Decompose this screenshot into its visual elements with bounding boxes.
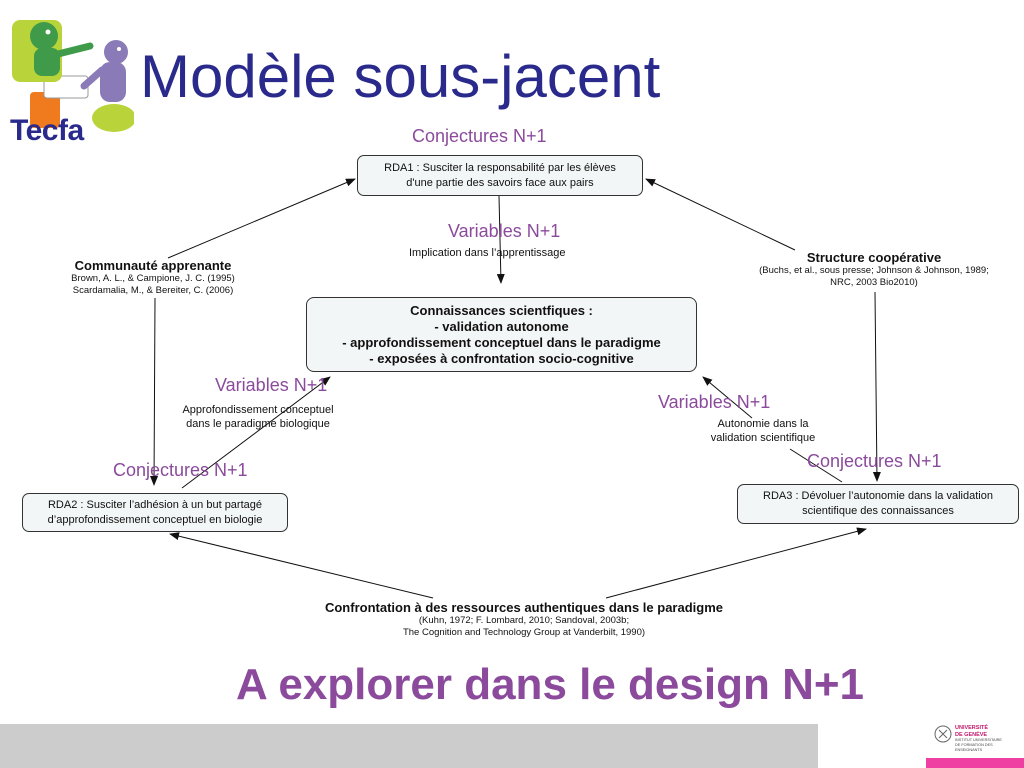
rda2-variables-label: Variables N+1 xyxy=(215,375,328,395)
structure-title: Structure coopérative xyxy=(806,250,942,265)
confrontation-source: Confrontation à des ressources authentiq… xyxy=(274,600,774,639)
communaute-source: Communauté apprenante Brown, A. L., & Ca… xyxy=(38,258,268,297)
rda1-line2: d'une partie des savoirs face aux pairs xyxy=(406,176,594,189)
arrow-confrontation-to-rda3 xyxy=(605,527,867,599)
center-line4: - exposées à confrontation socio-cogniti… xyxy=(369,350,634,366)
institute-line1: INSTITUT UNIVERSITAIRE xyxy=(955,738,1002,742)
arrow-communaute-to-rda1 xyxy=(167,178,356,259)
footer-accent-bar xyxy=(926,758,1024,768)
rda3-box: RDA3 : Dévoluer l’autonomie dans la vali… xyxy=(737,484,1019,524)
confrontation-title: Confrontation à des ressources authentiq… xyxy=(324,600,724,615)
rda1-conjectures-label: Conjectures N+1 xyxy=(412,126,547,146)
rda2-variables-text: Approfondissement conceptuel dans le par… xyxy=(168,403,348,431)
communaute-title: Communauté apprenante xyxy=(74,258,232,273)
university-crest-icon xyxy=(934,725,952,743)
institute-line2: DE FORMATION DES ENSEIGNANTS xyxy=(955,743,993,752)
rda3-variables-line2: validation scientifique xyxy=(710,432,816,444)
university-logo: UNIVERSITÉ DE GENÈVE INSTITUT UNIVERSITA… xyxy=(934,724,1020,754)
rda2-line2: d’approfondissement conceptuel en biolog… xyxy=(47,513,263,526)
center-line3: - approfondissement conceptuel dans le p… xyxy=(342,334,661,350)
center-variables-label: Variables N+1 xyxy=(448,221,561,241)
footer-title: A explorer dans le design N+1 xyxy=(235,660,865,709)
arrow-confrontation-to-rda2 xyxy=(169,532,434,599)
structure-ref1: (Buchs, et al., sous presse; Johnson & J… xyxy=(759,265,989,276)
rda3-line1: RDA3 : Dévoluer l’autonomie dans la vali… xyxy=(763,490,993,502)
center-variables-text: Implication dans l’apprentissage xyxy=(409,247,566,259)
mascot-illustration xyxy=(12,20,134,132)
rda1-line1: RDA1 : Susciter la responsabilité par le… xyxy=(384,161,616,174)
rda2-box: RDA2 : Susciter l’adhésion à un but part… xyxy=(22,493,288,532)
center-line2: - validation autonome xyxy=(434,318,569,334)
rda3-conjectures-label: Conjectures N+1 xyxy=(807,451,942,471)
center-line1: Connaissances scientfiques : xyxy=(410,302,593,318)
university-name-line1: UNIVERSITÉ xyxy=(955,725,989,731)
rda2-line1: RDA2 : Susciter l’adhésion à un but part… xyxy=(47,498,263,511)
structure-ref2: NRC, 2003 Bio2010) xyxy=(830,277,918,288)
rda2-variables-line1: Approfondissement conceptuel xyxy=(182,404,334,416)
structure-source: Structure coopérative (Buchs, et al., so… xyxy=(740,250,1008,289)
rda1-box: RDA1 : Susciter la responsabilité par le… xyxy=(357,155,643,196)
arrow-communaute-to-rda2 xyxy=(150,297,159,486)
arrow-rda1-to-center xyxy=(496,195,505,284)
arrow-structure-to-rda1 xyxy=(645,178,796,251)
arrow-rda3-to-center xyxy=(702,376,753,419)
confrontation-ref2: The Cognition and Technology Group at Va… xyxy=(402,627,646,638)
logo-text: Tecfa xyxy=(10,114,84,147)
rda2-variables-line2: dans le paradigme biologique xyxy=(186,418,330,430)
connector-rda3 xyxy=(789,448,843,483)
page-title: Modèle sous-jacent xyxy=(140,43,661,110)
rda3-variables-label: Variables N+1 xyxy=(658,392,771,412)
rda2-conjectures-label: Conjectures N+1 xyxy=(113,460,248,480)
rda3-variables-line1: Autonomie dans la xyxy=(717,418,809,430)
university-name-line2: DE GENÈVE xyxy=(955,731,988,738)
communaute-ref2: Scardamalia, M., & Bereiter, C. (2006) xyxy=(72,285,234,296)
arrow-rda2-to-center xyxy=(181,376,331,489)
footer-band xyxy=(0,724,818,768)
rda3-variables-text: Autonomie dans la validation scientifiqu… xyxy=(688,417,838,445)
rda3-line2: scientifique des connaissances xyxy=(802,505,954,517)
center-knowledge-box: Connaissances scientfiques : - validatio… xyxy=(306,297,697,372)
arrow-structure-to-rda3 xyxy=(872,291,881,482)
confrontation-ref1: (Kuhn, 1972; F. Lombard, 2010; Sandoval,… xyxy=(418,615,630,626)
communaute-ref1: Brown, A. L., & Campione, J. C. (1995) xyxy=(71,273,235,284)
